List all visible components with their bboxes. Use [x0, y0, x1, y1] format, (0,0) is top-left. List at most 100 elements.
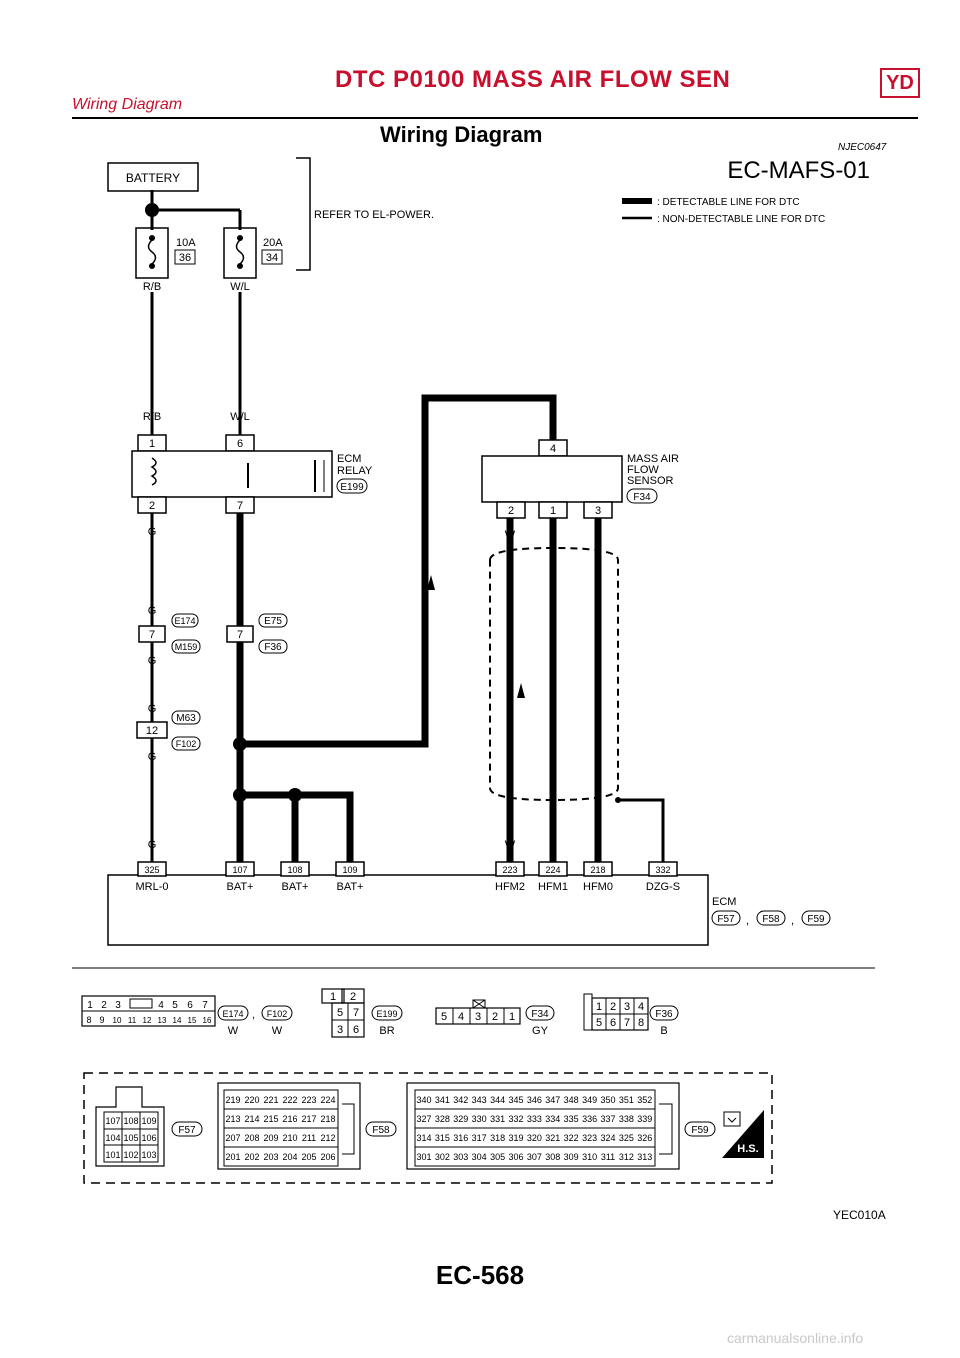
wires [145, 190, 665, 868]
pin: 305 [490, 1152, 505, 1162]
pin: 9 [99, 1015, 104, 1025]
maf-pin: 3 [595, 505, 601, 517]
connector-view-f57: 107 108 109 104 105 106 101 102 103 F57 [95, 1086, 203, 1167]
maf-sensor-box [481, 455, 623, 503]
pin: 1 [330, 991, 336, 1003]
pin: 326 [637, 1133, 652, 1143]
fuse-34-amp: 20A [263, 237, 283, 249]
pin: 333 [527, 1114, 542, 1124]
wire-color-r: R [549, 839, 557, 851]
pin: 314 [416, 1133, 431, 1143]
pin: 330 [472, 1114, 487, 1124]
ecm-terminal-name: DZG-S [646, 881, 680, 893]
pin: 5 [596, 1017, 602, 1029]
connector-label: F102 [267, 1009, 288, 1019]
pin: 349 [582, 1095, 597, 1105]
connector-label: F34 [531, 1009, 549, 1020]
ecm-terminal-pin: 107 [232, 865, 247, 875]
ecm-terminal-name: HFM1 [538, 881, 568, 893]
pin: 337 [600, 1114, 615, 1124]
pin: 303 [453, 1152, 468, 1162]
pin: 213 [225, 1114, 240, 1124]
connector-color: GY [532, 1025, 549, 1037]
pin: 203 [263, 1152, 278, 1162]
fuse-34-box [223, 227, 257, 279]
pin: 218 [320, 1114, 335, 1124]
relay-pin: 6 [237, 438, 243, 450]
pin: 313 [637, 1152, 652, 1162]
pin: 13 [158, 1016, 167, 1025]
connector-label: F36 [655, 1009, 673, 1020]
pin: 14 [173, 1016, 182, 1025]
refer-label: REFER TO EL-POWER. [314, 209, 434, 221]
connector-color: W [272, 1025, 283, 1037]
joint-connector-label: E75 [264, 616, 282, 627]
splice-battery [145, 203, 159, 217]
ecm-terminal-pin: 109 [342, 865, 357, 875]
ecm-terminal-name: BAT+ [336, 881, 363, 893]
wire-color-r: R [236, 839, 244, 851]
wire-color-wl: W/L [230, 281, 250, 293]
ecm-terminal-pin: 223 [502, 865, 517, 875]
connector-color: BR [379, 1025, 394, 1037]
connector-view-e199: 1 2 5 7 3 6 E199 BR [321, 988, 403, 1038]
pin: 201 [225, 1152, 240, 1162]
wire-color-w: W [505, 839, 516, 851]
pin: 4 [638, 1001, 644, 1013]
connector-label: F58 [372, 1125, 390, 1136]
pin: 2 [492, 1011, 498, 1023]
wire-color-r: R [549, 419, 557, 431]
pin: 1 [596, 1001, 602, 1013]
section-code: NJEC0647 [838, 142, 887, 153]
arrow-up-icon [427, 575, 435, 590]
wire-color-g: G [148, 751, 157, 763]
pin: 103 [141, 1150, 156, 1160]
pin: 332 [508, 1114, 523, 1124]
pin: 212 [320, 1133, 335, 1143]
pin: 318 [490, 1133, 505, 1143]
pin: 301 [416, 1152, 431, 1162]
connector-view-f58: 219 220 221 222 223 224 213 214 215 216 … [217, 1082, 397, 1170]
fuse-36-amp: 10A [176, 237, 196, 249]
watermark: carmanualsonline.info [727, 1330, 864, 1346]
pin: 208 [244, 1133, 259, 1143]
joint-pin: 7 [149, 629, 155, 641]
ecm-terminal-pin: 332 [655, 865, 670, 875]
pin: 344 [490, 1095, 505, 1105]
separator: , [252, 1009, 255, 1021]
pin: 316 [453, 1133, 468, 1143]
pin: 204 [282, 1152, 297, 1162]
section-title: Wiring Diagram [380, 122, 543, 147]
pin: 215 [263, 1114, 278, 1124]
ecm-connector: F59 [807, 914, 825, 925]
ecm-terminal-name: MRL-0 [135, 881, 168, 893]
wire-color-r: R [549, 529, 557, 541]
battery-box [107, 162, 199, 192]
pin: 348 [564, 1095, 579, 1105]
separator: , [746, 915, 749, 927]
pin: 308 [545, 1152, 560, 1162]
splice-r2 [233, 788, 247, 802]
diagram-id: EC-MAFS-01 [727, 157, 870, 184]
ecm-relay-connector: E199 [340, 482, 364, 493]
pin: 346 [527, 1095, 542, 1105]
wire-color-g: G [148, 655, 157, 667]
wire-color-r: R [346, 839, 354, 851]
pin: 106 [141, 1133, 156, 1143]
relay-pin: 1 [149, 438, 155, 450]
pin: 101 [105, 1150, 120, 1160]
pin: 214 [244, 1114, 259, 1124]
ecm-terminals: G 325 MRL-0 R 107 BAT+ R 108 BAT+ R 109 … [135, 839, 680, 893]
maf-name: MASS AIR [627, 453, 679, 465]
wire-r-to-maf [240, 394, 557, 748]
pin: 341 [435, 1095, 450, 1105]
pin: 310 [582, 1152, 597, 1162]
pin: 351 [619, 1095, 634, 1105]
pin: 10 [113, 1016, 122, 1025]
pin: 2 [610, 1001, 616, 1013]
pin: 209 [263, 1133, 278, 1143]
pin: 312 [619, 1152, 634, 1162]
connector-color: W [228, 1025, 239, 1037]
